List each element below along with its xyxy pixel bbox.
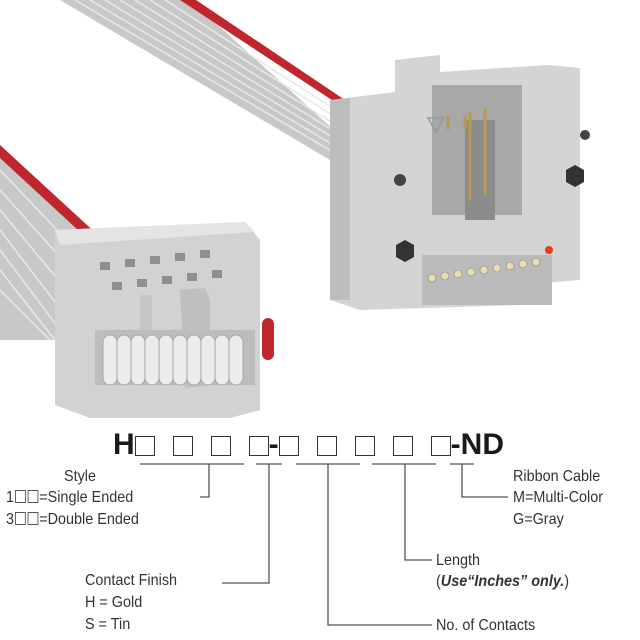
contact-finish-title: Contact Finish [85, 572, 178, 589]
no-of-contacts-title: No. of Contacts [436, 617, 536, 634]
ribbon-cable-multicolor: M=Multi-Color [513, 489, 604, 506]
style-title: Style [64, 468, 97, 485]
part-number-separator: - [268, 428, 279, 461]
length-digit-box-1 [354, 436, 375, 456]
placeholder-box [27, 512, 39, 525]
placeholder-box [27, 490, 39, 503]
ribbon-cable-back [60, 0, 346, 160]
part-number-suffix: -ND [450, 428, 504, 461]
ribbon-cable-box [430, 436, 451, 456]
style-digit-box-2 [172, 436, 193, 456]
ribbon-cable-gray: G=Gray [513, 511, 564, 528]
contacts-digit-box-1 [278, 436, 299, 456]
style-option-single-ended: 1=Single Ended [6, 489, 134, 506]
style-digit-box-1 [134, 436, 155, 456]
style-option-double-ended: 3=Double Ended [6, 511, 139, 528]
placeholder-box [14, 512, 26, 525]
part-number-template: H - -ND [113, 428, 504, 462]
part-number-prefix: H [113, 428, 135, 461]
style-digit-box-3 [210, 436, 231, 456]
socket-connector [55, 222, 274, 418]
placeholder-box [14, 490, 26, 503]
contacts-digit-box-2 [316, 436, 337, 456]
header-connector [330, 55, 590, 310]
contact-finish-box [248, 436, 269, 456]
ribbon-cable-assembly-illustration [0, 0, 590, 418]
ribbon-cable-title: Ribbon Cable [513, 468, 601, 485]
length-title: Length [436, 552, 481, 569]
length-note: (Use“Inches” only.) [436, 573, 570, 590]
length-digit-box-2 [392, 436, 413, 456]
contact-finish-tin: S = Tin [85, 616, 131, 633]
contact-finish-gold: H = Gold [85, 594, 143, 611]
